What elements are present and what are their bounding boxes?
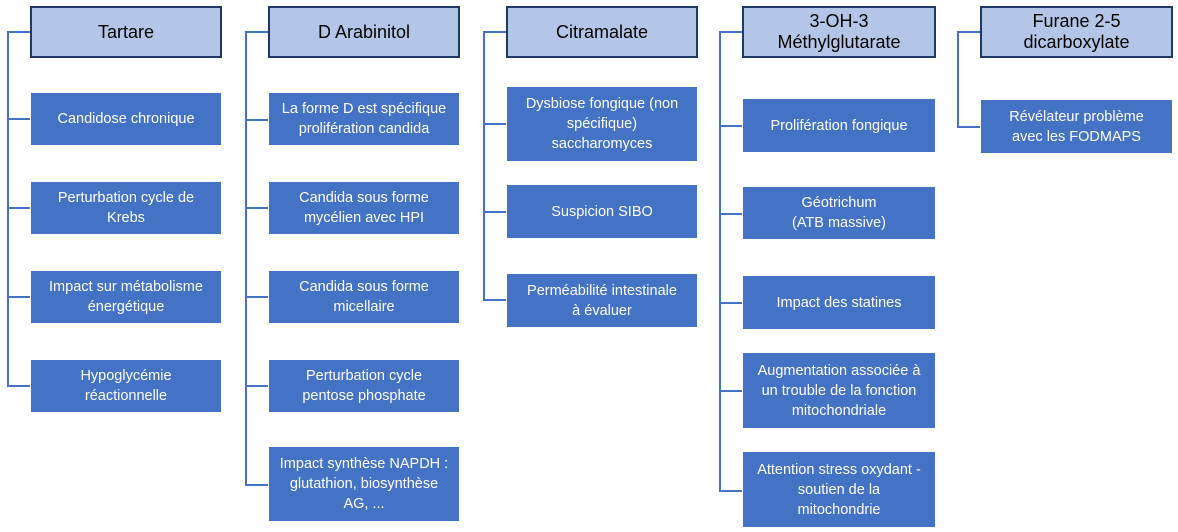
connector (483, 299, 507, 301)
connector-trunk (483, 32, 485, 300)
connector (719, 302, 743, 304)
header-tartare: Tartare (30, 6, 222, 58)
header-citramalate: Citramalate (506, 6, 698, 58)
connector-trunk (719, 32, 721, 492)
node-box: Hypoglycémie réactionnelle (30, 359, 222, 413)
node-box: Candidose chronique (30, 92, 222, 146)
connector-header (957, 31, 981, 33)
connector (719, 213, 743, 215)
connector (7, 118, 31, 120)
header-d-arabinitol: D Arabinitol (268, 6, 460, 58)
connector-header (483, 31, 507, 33)
connector (245, 119, 269, 121)
node-box: Augmentation associée à un trouble de la… (742, 352, 936, 429)
connector (719, 125, 743, 127)
node-box: Candida sous forme mycélien avec HPI (268, 181, 460, 235)
connector (7, 207, 31, 209)
connector (719, 490, 743, 492)
connector (7, 296, 31, 298)
node-box: Suspicion SIBO (506, 184, 698, 239)
node-box: Impact des statines (742, 275, 936, 330)
node-box: Géotrichum (ATB massive) (742, 186, 936, 240)
connector-trunk (245, 32, 247, 486)
connector (245, 484, 269, 486)
connector (7, 385, 31, 387)
connector (245, 207, 269, 209)
connector-header (7, 31, 31, 33)
connector (957, 126, 981, 128)
node-box: Dysbiose fongique (non spécifique) sacch… (506, 86, 698, 162)
node-box: La forme D est spécifique prolifération … (268, 92, 460, 146)
header-furane: Furane 2-5 dicarboxylate (980, 6, 1173, 58)
connector (483, 123, 507, 125)
node-box: Perméabilité intestinale à évaluer (506, 273, 698, 328)
connector (245, 296, 269, 298)
connector (719, 390, 743, 392)
connector (483, 211, 507, 213)
header-methylglutarate: 3-OH-3 Méthylglutarate (742, 6, 936, 58)
node-box: Candida sous forme micellaire (268, 270, 460, 324)
node-box: Attention stress oxydant - soutien de la… (742, 451, 936, 528)
connector-trunk (957, 32, 959, 128)
connector-trunk (7, 32, 9, 386)
node-box: Perturbation cycle pentose phosphate (268, 359, 460, 413)
node-box: Prolifération fongique (742, 98, 936, 153)
node-box: Perturbation cycle de Krebs (30, 181, 222, 235)
node-box: Révélateur problème avec les FODMAPS (980, 99, 1173, 154)
connector-header (245, 31, 269, 33)
node-box: Impact sur métabolisme énergétique (30, 270, 222, 324)
connector-header (719, 31, 743, 33)
node-box: Impact synthèse NAPDH : glutathion, bios… (268, 446, 460, 522)
connector (245, 385, 269, 387)
